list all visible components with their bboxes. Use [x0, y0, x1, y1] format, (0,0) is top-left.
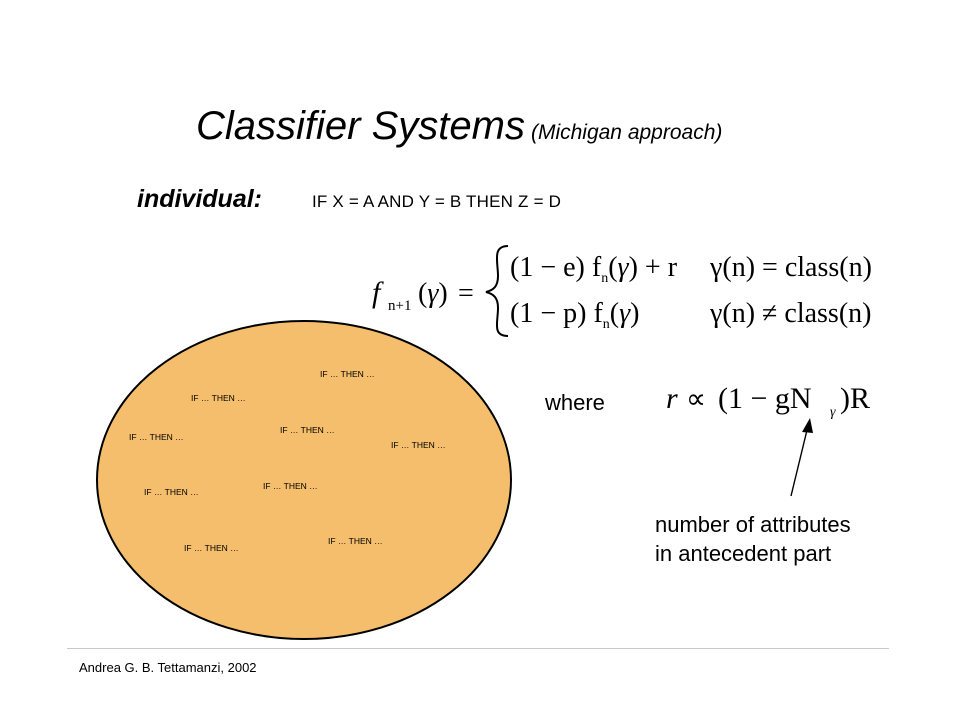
attributes-note: number of attributes in antecedent part	[655, 510, 851, 568]
population-rule: IF … THEN …	[391, 440, 446, 450]
individual-label: individual:	[137, 185, 262, 213]
formula-case1-cond: γ(n) = class(n)	[709, 252, 872, 283]
attributes-note-line-1: number of attributes	[655, 512, 851, 537]
formula-lhs-arg: (γ)	[418, 278, 448, 309]
formula-case1-expr: (1 − e) fn(γ) + r	[510, 252, 678, 286]
formula-lhs-subscript: n+1	[388, 298, 411, 314]
population-rule: IF … THEN …	[191, 393, 246, 403]
population-rule: IF … THEN …	[144, 487, 199, 497]
reward-tail: )R	[840, 382, 870, 415]
formula-case2-expr: (1 − p) fn(γ)	[510, 298, 639, 332]
fitness-formula: f n+1 (γ) = (1 − e) fn(γ) + r γ(n) = cla…	[372, 245, 872, 337]
title-main: Classifier Systems	[196, 104, 525, 148]
individual-rule: IF X = A AND Y = B THEN Z = D	[312, 192, 562, 211]
formula-lhs: f	[372, 276, 384, 309]
where-label: where	[545, 390, 605, 415]
population-rule: IF … THEN …	[280, 425, 335, 435]
reward-expr: (1 − gN	[718, 382, 812, 415]
reward-subscript: γ	[830, 405, 836, 420]
formula-equals: =	[458, 278, 474, 309]
population-rule: IF … THEN …	[129, 432, 184, 442]
formula-case2-cond: γ(n) ≠ class(n)	[709, 298, 871, 329]
title-subtitle: (Michigan approach)	[530, 121, 723, 144]
population-rule: IF … THEN …	[184, 543, 239, 553]
population-rule: IF … THEN …	[328, 536, 383, 546]
slide-title: Classifier Systems(Michigan approach)	[196, 104, 722, 149]
population-rule: IF … THEN …	[320, 369, 375, 379]
population-shape	[96, 320, 512, 640]
reward-formula: r ∝ (1 − gN γ )R	[666, 382, 870, 420]
population-ellipse: IF … THEN … IF … THEN … IF … THEN … IF ……	[96, 320, 512, 640]
population-rule: IF … THEN …	[263, 481, 318, 491]
arrow-icon	[790, 418, 813, 497]
formula-brace	[485, 245, 509, 337]
reward-proportional: ∝	[686, 384, 706, 415]
footer-divider	[67, 648, 889, 649]
attributes-note-line-2: in antecedent part	[655, 541, 832, 566]
reward-r: r	[666, 382, 678, 415]
footer-credit: Andrea G. B. Tettamanzi, 2002	[79, 660, 257, 675]
